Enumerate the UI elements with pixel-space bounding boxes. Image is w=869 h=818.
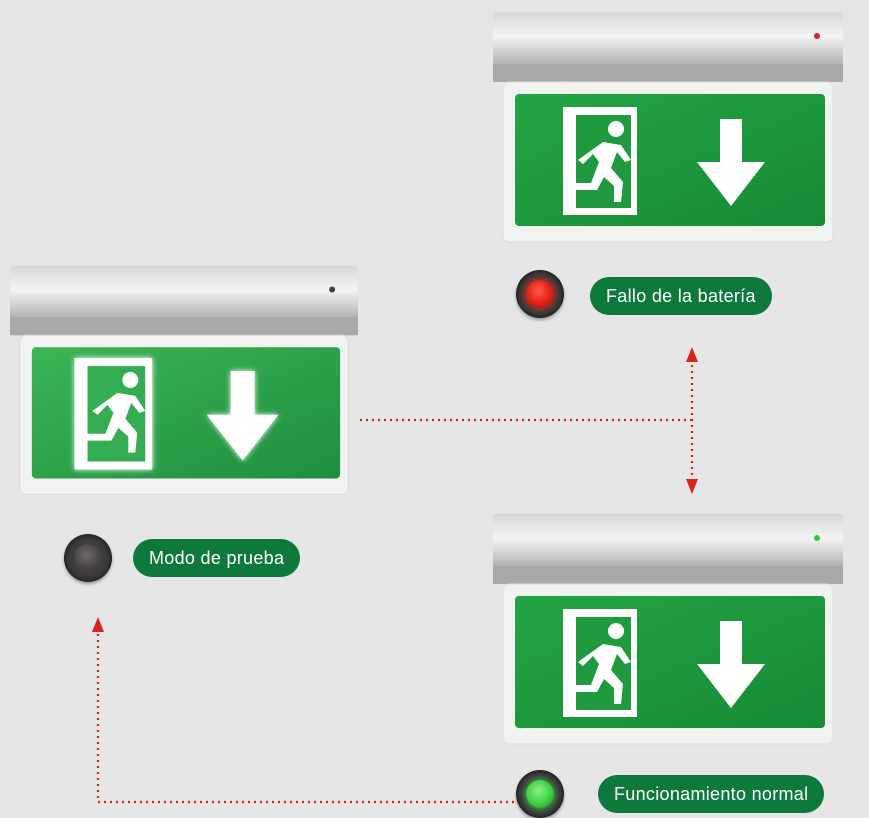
green-led-indicator — [516, 770, 564, 818]
off-led-indicator — [64, 534, 112, 582]
status-label-normal-operation: Funcionamiento normal — [598, 775, 824, 813]
status-label-test-mode: Modo de prueba — [133, 539, 300, 577]
red-led-indicator — [814, 33, 820, 39]
green-led-indicator — [814, 535, 820, 541]
exit-sign-normal-operation — [493, 514, 843, 746]
arrow-down-icon — [686, 479, 698, 494]
arrow-up-icon — [686, 347, 698, 362]
exit-sign-test-mode — [10, 265, 358, 497]
exit-sign-battery-fault — [493, 12, 843, 244]
off-led-indicator — [329, 287, 335, 293]
red-led-indicator — [516, 270, 564, 318]
status-label-battery-fault: Fallo de la batería — [590, 277, 772, 315]
arrow-up-icon — [92, 617, 104, 632]
